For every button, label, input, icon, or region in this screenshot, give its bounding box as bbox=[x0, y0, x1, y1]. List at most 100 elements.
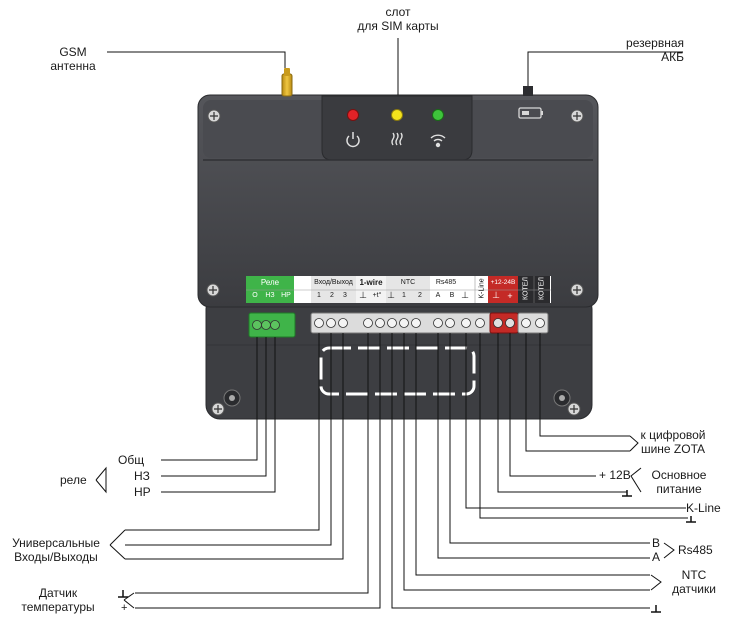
label-rs485: Rs485 bbox=[678, 543, 713, 557]
terminal-label-ntc-2: 2 bbox=[418, 292, 422, 299]
wiring-lines bbox=[95, 38, 688, 609]
label-akb-line1: резервная bbox=[626, 36, 684, 50]
label-rele: реле bbox=[60, 473, 87, 487]
label-ntc-line1: NTC bbox=[681, 568, 707, 582]
terminal-label-rele: Реле bbox=[260, 278, 280, 287]
terminal-screw bbox=[411, 318, 421, 328]
terminal-label-io-1: 1 bbox=[317, 292, 321, 299]
label-rs485-b: B bbox=[652, 536, 661, 550]
terminal-label-rele-nr: НР bbox=[281, 292, 291, 299]
terminal-label-ntc: NTC bbox=[400, 279, 416, 286]
label-gsm-line2: антенна bbox=[50, 59, 96, 73]
mount-post-right bbox=[553, 389, 571, 407]
led-green bbox=[432, 109, 444, 121]
terminal-screw bbox=[461, 318, 471, 328]
screw-mid-left bbox=[206, 283, 220, 297]
label-io-line1: Универсальные bbox=[12, 536, 100, 550]
label-main-power: Основное питание bbox=[646, 468, 712, 496]
label-common: Общ bbox=[118, 453, 145, 467]
heating-icon bbox=[391, 132, 403, 146]
label-kline: K-Line bbox=[686, 501, 721, 515]
label-nr: НР bbox=[134, 485, 151, 499]
terminal-label-ntc-1: 1 bbox=[402, 292, 406, 299]
screw-top-right bbox=[570, 109, 584, 123]
ground-icon bbox=[686, 516, 696, 523]
label-rs485-a: A bbox=[652, 550, 661, 564]
terminal-screw bbox=[387, 318, 397, 328]
terminal-screw bbox=[338, 318, 348, 328]
terminal-screw bbox=[252, 320, 262, 330]
label-io-line2: Входы/Выходы bbox=[14, 550, 98, 564]
label-plus: + bbox=[121, 602, 128, 614]
wifi-icon bbox=[430, 134, 446, 148]
terminal-screw bbox=[375, 318, 385, 328]
terminal-label-onewire: 1-wire bbox=[359, 278, 383, 287]
battery-icon bbox=[518, 107, 543, 119]
label-gsm-antenna: GSM антенна bbox=[40, 45, 106, 73]
label-ntc-line2: датчики bbox=[672, 582, 716, 596]
terminal-screw bbox=[493, 318, 503, 328]
strip-ground-icon: ⊥ bbox=[461, 290, 469, 300]
ground-icon bbox=[118, 590, 128, 598]
label-temp-sensor: Датчик температуры bbox=[8, 586, 108, 614]
rele-strip bbox=[246, 276, 294, 303]
ground-icon bbox=[651, 605, 661, 613]
strip-ground-icon: ⊥ bbox=[359, 290, 367, 300]
terminal-block-kotel bbox=[517, 312, 549, 334]
device bbox=[197, 68, 599, 420]
terminal-label-kotel-2: КОТЕЛ bbox=[538, 277, 546, 300]
terminal-label-power: +12-24В bbox=[490, 279, 516, 286]
led-yellow bbox=[391, 109, 403, 121]
power-icon bbox=[346, 132, 360, 148]
gsm-antenna bbox=[281, 68, 293, 97]
label-power-line2: питание bbox=[656, 482, 702, 496]
ground-symbols bbox=[118, 490, 696, 613]
label-akb-line2: АКБ bbox=[661, 50, 684, 64]
label-universal-io: Универсальные Входы/Выходы bbox=[2, 536, 110, 564]
label-ntc-sensors: NTC датчики bbox=[664, 568, 724, 596]
terminal-label-kline: K-Line bbox=[478, 278, 486, 299]
label-sim-slot: слот для SIM карты bbox=[340, 5, 456, 33]
terminal-screw bbox=[433, 318, 443, 328]
terminal-label-io-3: 3 bbox=[343, 292, 347, 299]
terminal-label-rs485-a: A bbox=[435, 292, 441, 299]
label-backup-battery: резервная АКБ bbox=[600, 36, 684, 64]
terminal-screw bbox=[314, 318, 324, 328]
terminal-screw bbox=[326, 318, 336, 328]
terminal-label-power-plus: + bbox=[507, 291, 513, 301]
terminal-label-onewire-plus: +t° bbox=[372, 292, 382, 299]
label-power-line1: Основное bbox=[651, 468, 707, 482]
strip-ground-icon: ⊥ bbox=[387, 290, 395, 300]
ground-icon bbox=[622, 490, 632, 497]
terminal-screw bbox=[399, 318, 409, 328]
terminal-screw bbox=[475, 318, 485, 328]
terminal-label-rs485: Rs485 bbox=[435, 279, 457, 286]
label-temp-line2: температуры bbox=[21, 600, 95, 614]
terminal-label-io-2: 2 bbox=[330, 292, 334, 299]
label-12v: + 12В bbox=[599, 468, 631, 482]
terminal-label-io: Вход/Выход bbox=[314, 279, 353, 286]
label-nz: НЗ bbox=[134, 469, 150, 483]
terminal-screw bbox=[270, 320, 280, 330]
label-sim-line2: для SIM карты bbox=[357, 19, 439, 33]
label-zota-line2: шине ZOTA bbox=[640, 442, 706, 456]
led-red bbox=[347, 109, 359, 121]
battery-connector bbox=[523, 86, 533, 96]
terminal-screw bbox=[521, 318, 531, 328]
terminal-screw bbox=[535, 318, 545, 328]
label-zota-line1: к цифровой bbox=[640, 428, 706, 442]
terminal-screw bbox=[505, 318, 515, 328]
terminal-label-kotel-1: КОТЕЛ bbox=[522, 277, 530, 300]
label-sim-line1: слот bbox=[385, 5, 411, 19]
terminal-label-rs485-b: B bbox=[449, 292, 455, 299]
screw-top-left bbox=[207, 109, 221, 123]
label-gsm-line1: GSM bbox=[59, 45, 87, 59]
screw-bottom-left bbox=[211, 402, 225, 416]
terminal-screw bbox=[261, 320, 271, 330]
mount-post-left bbox=[223, 389, 241, 407]
power-strip bbox=[488, 276, 518, 303]
terminal-screw bbox=[363, 318, 373, 328]
cable-guide bbox=[319, 346, 476, 396]
screw-mid-right bbox=[570, 283, 584, 297]
